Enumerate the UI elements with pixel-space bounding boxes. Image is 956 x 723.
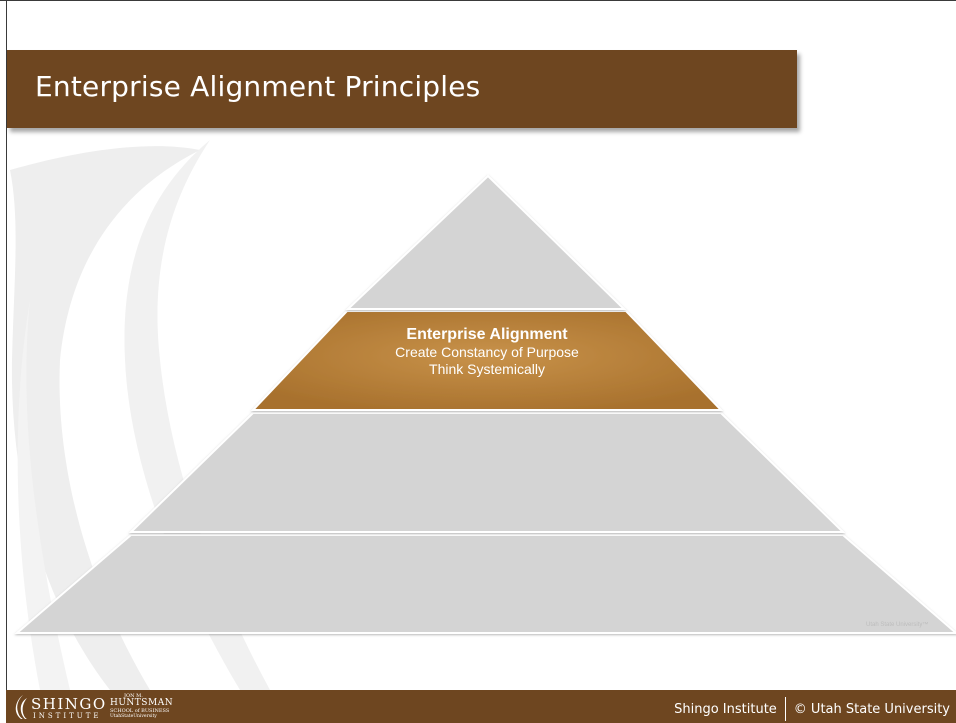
huntsman-school-logo: JON M. HUNTSMAN SCHOOL of BUSINESS UtahS… (110, 693, 180, 719)
tier-principle-2: Think Systemically (429, 361, 545, 377)
footer-credits: Shingo Institute © Utah State University (674, 697, 950, 721)
footer-copyright: © Utah State University (793, 701, 950, 717)
tier-title: Enterprise Alignment (406, 326, 568, 343)
title-bar: Enterprise Alignment Principles (7, 50, 797, 128)
flame-icon (15, 695, 27, 719)
pyramid-tier-third (128, 412, 846, 533)
tier-label-enterprise-alignment: Enterprise Alignment Create Constancy of… (347, 325, 627, 378)
pyramid-copyright-mark: Utah State University™ (866, 622, 929, 628)
logo2-line4: UtahStateUniversity (110, 714, 157, 719)
footer-org: Shingo Institute (674, 701, 777, 717)
tier-principle-1: Create Constancy of Purpose (395, 344, 579, 360)
pyramid-tier-top (345, 174, 627, 310)
footer-divider (784, 697, 786, 721)
logo2-line1: JON M. (124, 693, 143, 699)
logo2-line3: SCHOOL of BUSINESS (110, 708, 170, 714)
pyramid-tier-bottom (14, 534, 956, 634)
logo-shingo-text: SHINGO (31, 695, 107, 713)
logo2-line2: HUNTSMAN (110, 698, 174, 708)
pyramid-tier-enterprise-alignment (250, 310, 724, 411)
slide-left-border (6, 0, 7, 690)
logo-institute-text: INSTITUTE (33, 712, 102, 720)
slide-top-border (0, 0, 956, 1)
slide-title: Enterprise Alignment Principles (35, 70, 481, 103)
footer-bar: SHINGO INSTITUTE JON M. HUNTSMAN SCHOOL … (6, 690, 956, 723)
